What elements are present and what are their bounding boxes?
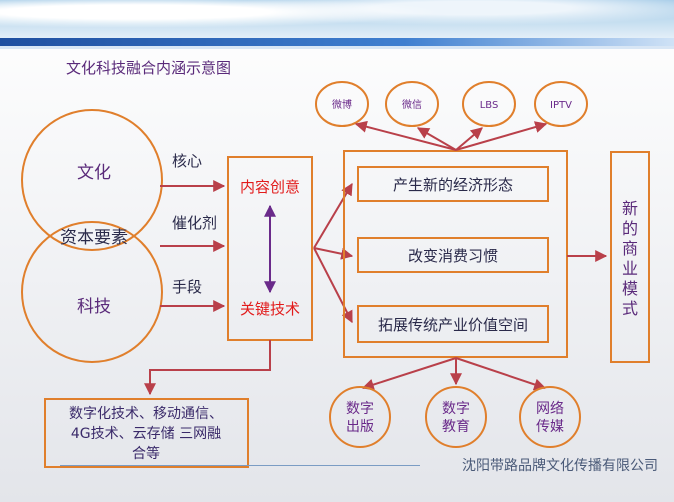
catalyst-label: 催化剂 [172, 214, 217, 232]
capital-label: 资本要素 [60, 228, 128, 248]
arrow-to-effect-2 [313, 247, 354, 260]
arrow-to-output-3 [455, 357, 547, 391]
channel-oval-wechat [385, 81, 439, 127]
result-char-6: 式 [622, 299, 638, 318]
result-box [610, 151, 650, 363]
technology-label: 科技 [77, 297, 111, 317]
technology-circle [21, 221, 163, 363]
content-creativity-label: 内容创意 [240, 178, 300, 196]
result-char-4: 业 [622, 259, 638, 278]
key-technology-label: 关键技术 [240, 300, 300, 318]
effect-box-3 [357, 305, 549, 343]
effect-text-3: 拓展传统产业价值空间 [378, 316, 528, 334]
core-label: 核心 [172, 152, 202, 170]
channel-wechat: 微信 [402, 98, 422, 111]
effect-box-2 [357, 237, 549, 273]
header-band [0, 38, 674, 46]
culture-circle [21, 109, 163, 251]
header-band-light [0, 46, 674, 49]
arrow-to-weibo [354, 120, 457, 151]
arrow-to-iptv [455, 121, 548, 151]
effects-container [343, 150, 568, 358]
output-media-2: 传媒 [536, 419, 564, 435]
sky-header [0, 0, 674, 40]
arrow-to-output-1 [361, 357, 457, 391]
channel-oval-iptv [534, 81, 588, 127]
tech-line-3: 合等 [132, 445, 160, 462]
result-char-2: 的 [622, 219, 638, 238]
output-publishing-2: 出版 [346, 419, 374, 435]
channel-weibo: 微博 [332, 98, 352, 111]
output-circle-publishing [329, 386, 391, 448]
result-char-3: 商 [622, 239, 638, 258]
channel-lbs: LBS [480, 100, 499, 111]
arrow-to-tech-box [144, 340, 271, 396]
arrow-to-effect-1 [313, 182, 353, 249]
arrow-to-effect-3 [313, 247, 353, 324]
tech-box [44, 398, 249, 468]
effect-box-1 [357, 166, 549, 202]
footer-line [60, 465, 420, 466]
company-name: 沈阳带路品牌文化传播有限公司 [462, 458, 658, 474]
arrow-to-lbs [455, 127, 483, 151]
tech-line-2: 4G技术、云存储 三网融 [71, 426, 221, 442]
means-label: 手段 [172, 278, 202, 296]
culture-label: 文化 [77, 163, 111, 183]
diagram-title: 文化科技融合内涵示意图 [66, 59, 231, 77]
arrow-to-wechat [416, 127, 457, 151]
output-education-1: 数字 [442, 401, 470, 417]
tech-line-1: 数字化技术、移动通信、 [69, 406, 223, 422]
output-publishing-1: 数字 [346, 401, 374, 417]
result-char-1: 新 [622, 199, 638, 218]
output-education-2: 教育 [442, 419, 470, 435]
channel-iptv: IPTV [550, 100, 572, 111]
output-circle-education [425, 386, 487, 448]
output-media-1: 网络 [536, 401, 564, 417]
effect-text-2: 改变消费习惯 [408, 247, 498, 265]
result-char-5: 模 [622, 279, 638, 298]
effect-text-1: 产生新的经济形态 [393, 176, 513, 194]
channel-oval-weibo [315, 81, 369, 127]
output-circle-media [519, 386, 581, 448]
channel-oval-lbs [462, 81, 516, 127]
